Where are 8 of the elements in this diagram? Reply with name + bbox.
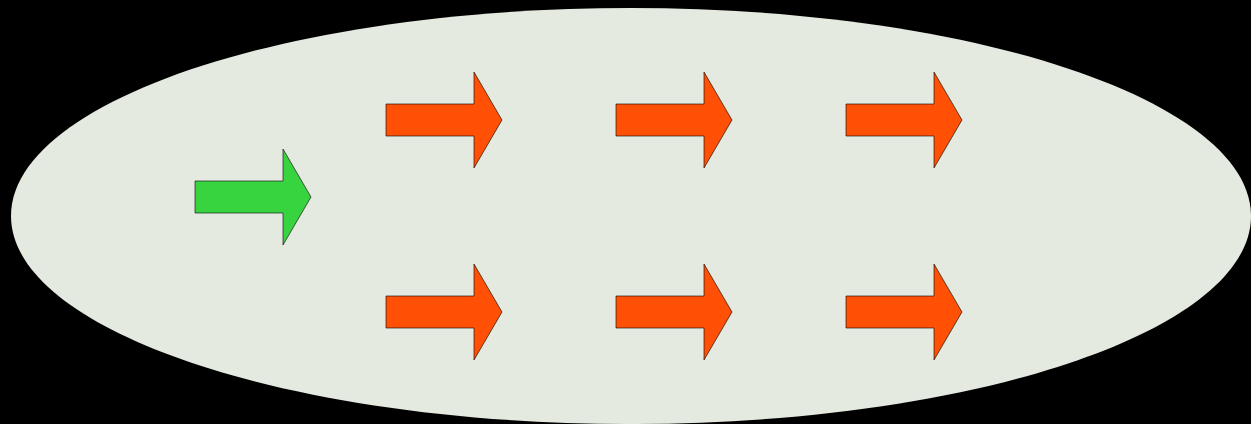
block-arrow (615, 263, 733, 361)
block-arrow (385, 263, 503, 361)
block-arrow (845, 71, 963, 169)
ellipse-shape (11, 8, 1251, 424)
block-arrow (845, 263, 963, 361)
block-arrow (385, 71, 503, 169)
block-arrow (194, 148, 312, 246)
block-arrow (615, 71, 733, 169)
